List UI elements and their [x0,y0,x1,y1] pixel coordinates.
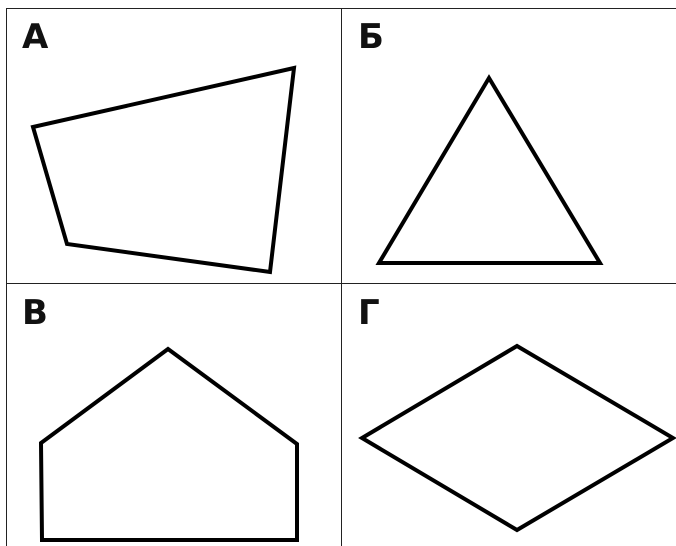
panel-label-a: А [22,17,49,57]
shape-rhombus-g [358,343,676,533]
panel-label-b: Б [358,17,384,57]
shape-quadrilateral-a [30,65,297,275]
grid-horizontal-divider [6,283,676,284]
shape-pentagon-v [38,346,299,542]
panel-label-v: В [22,293,48,333]
shape-triangle-b [375,74,604,265]
grid-left-border [6,8,7,546]
panel-label-g: Г [358,293,380,333]
grid-vertical-divider [341,8,342,546]
